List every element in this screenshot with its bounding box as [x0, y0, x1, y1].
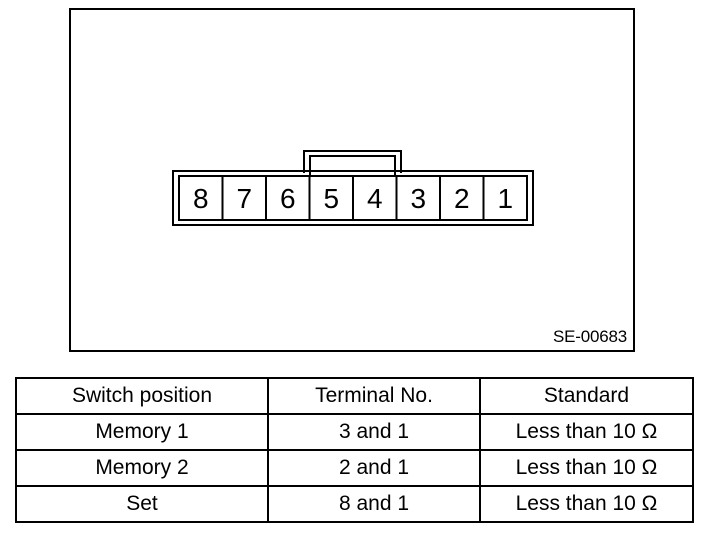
header-switch-position: Switch position — [15, 377, 269, 415]
cell-switch-position: Set — [15, 485, 269, 523]
spec-table: Switch position Terminal No. Standard Me… — [15, 377, 694, 523]
table-row: Memory 2 2 and 1 Less than 10 Ω — [15, 449, 694, 487]
terminal-number-7: 7 — [236, 183, 252, 214]
figure-code: SE-00683 — [552, 327, 627, 346]
terminal-number-8: 8 — [193, 183, 209, 214]
table-row: Memory 1 3 and 1 Less than 10 Ω — [15, 413, 694, 451]
connector-lock-tab-outer — [303, 150, 402, 173]
cell-standard: Less than 10 Ω — [479, 485, 694, 523]
cell-standard: Less than 10 Ω — [479, 449, 694, 487]
terminal-number-6: 6 — [280, 183, 296, 214]
connector-outer-outline — [172, 170, 534, 226]
terminal-number-1: 1 — [497, 183, 513, 214]
header-terminal-no: Terminal No. — [267, 377, 481, 415]
cell-standard: Less than 10 Ω — [479, 413, 694, 451]
cell-terminal-no: 2 and 1 — [267, 449, 481, 487]
terminal-number-4: 4 — [367, 183, 383, 214]
header-standard: Standard — [479, 377, 694, 415]
terminal-number-2: 2 — [454, 183, 470, 214]
cell-terminal-no: 3 and 1 — [267, 413, 481, 451]
terminal-number-5: 5 — [323, 183, 339, 214]
table-row: Set 8 and 1 Less than 10 Ω — [15, 485, 694, 523]
cell-terminal-no: 8 and 1 — [267, 485, 481, 523]
cell-switch-position: Memory 2 — [15, 449, 269, 487]
connector-lock-tab-inner — [309, 155, 396, 176]
table-header-row: Switch position Terminal No. Standard — [15, 377, 694, 415]
cell-switch-position: Memory 1 — [15, 413, 269, 451]
terminal-number-3: 3 — [410, 183, 426, 214]
